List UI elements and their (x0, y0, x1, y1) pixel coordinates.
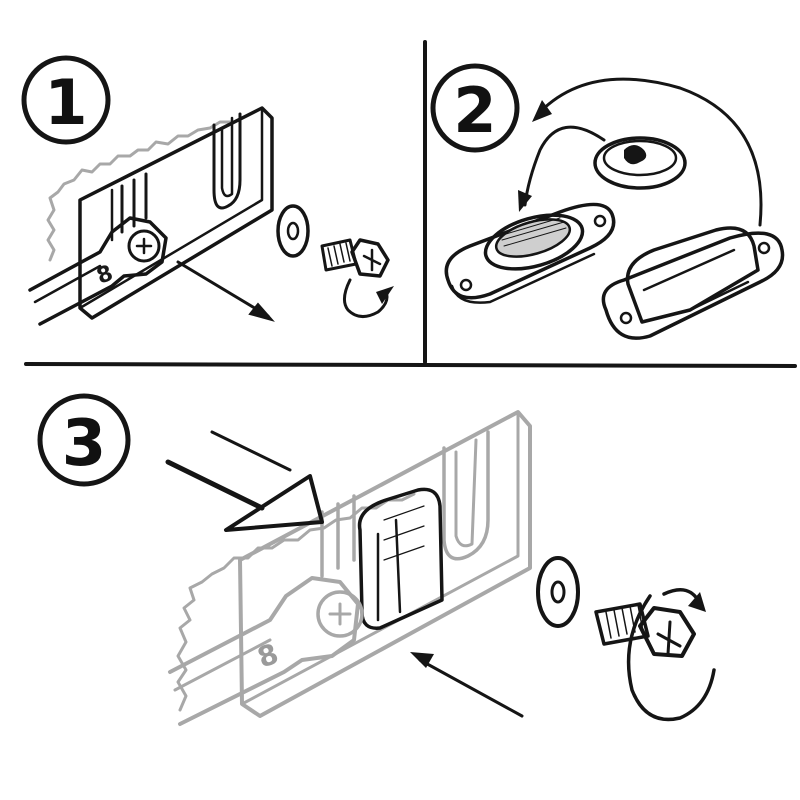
wrench-tool: 8 (28, 216, 168, 326)
washer-part-1 (276, 204, 310, 258)
swap-arrow-inner (518, 125, 606, 212)
wrench-size-label-1: 8 (94, 261, 117, 290)
magnet-disc (593, 136, 687, 190)
washer-part-3 (536, 556, 580, 628)
catch-plate-left (444, 202, 616, 304)
panel-step-1: 1 8 (21, 55, 394, 326)
step-2-badge: 2 (430, 63, 520, 153)
panel-step-3: 3 8 (37, 393, 716, 726)
screw-part-1 (320, 238, 390, 278)
screw-part-3 (594, 602, 696, 658)
swap-arrow-outer (532, 77, 763, 227)
panel-step-2: 2 (430, 63, 785, 340)
wrench-tool-ghost: 8 (168, 576, 364, 726)
step-2-number: 2 (453, 74, 496, 147)
step-1-badge: 1 (21, 55, 111, 145)
remove-direction-arrow (176, 260, 275, 322)
pointer-arrow-bottom (410, 652, 524, 718)
insert-direction-arrow (165, 430, 324, 532)
catch-block-installed (357, 487, 444, 630)
step-3-badge: 3 (37, 393, 131, 487)
rotate-arrow-1 (343, 278, 394, 318)
step-3-number: 3 (62, 407, 107, 481)
wall-edge-wavy (46, 120, 232, 262)
rotate-arrow-3 (626, 588, 716, 722)
wrench-size-label-3: 8 (253, 637, 283, 675)
catch-block-right (601, 226, 785, 340)
panel-dividers (24, 40, 797, 368)
step-1-number: 1 (44, 66, 87, 139)
